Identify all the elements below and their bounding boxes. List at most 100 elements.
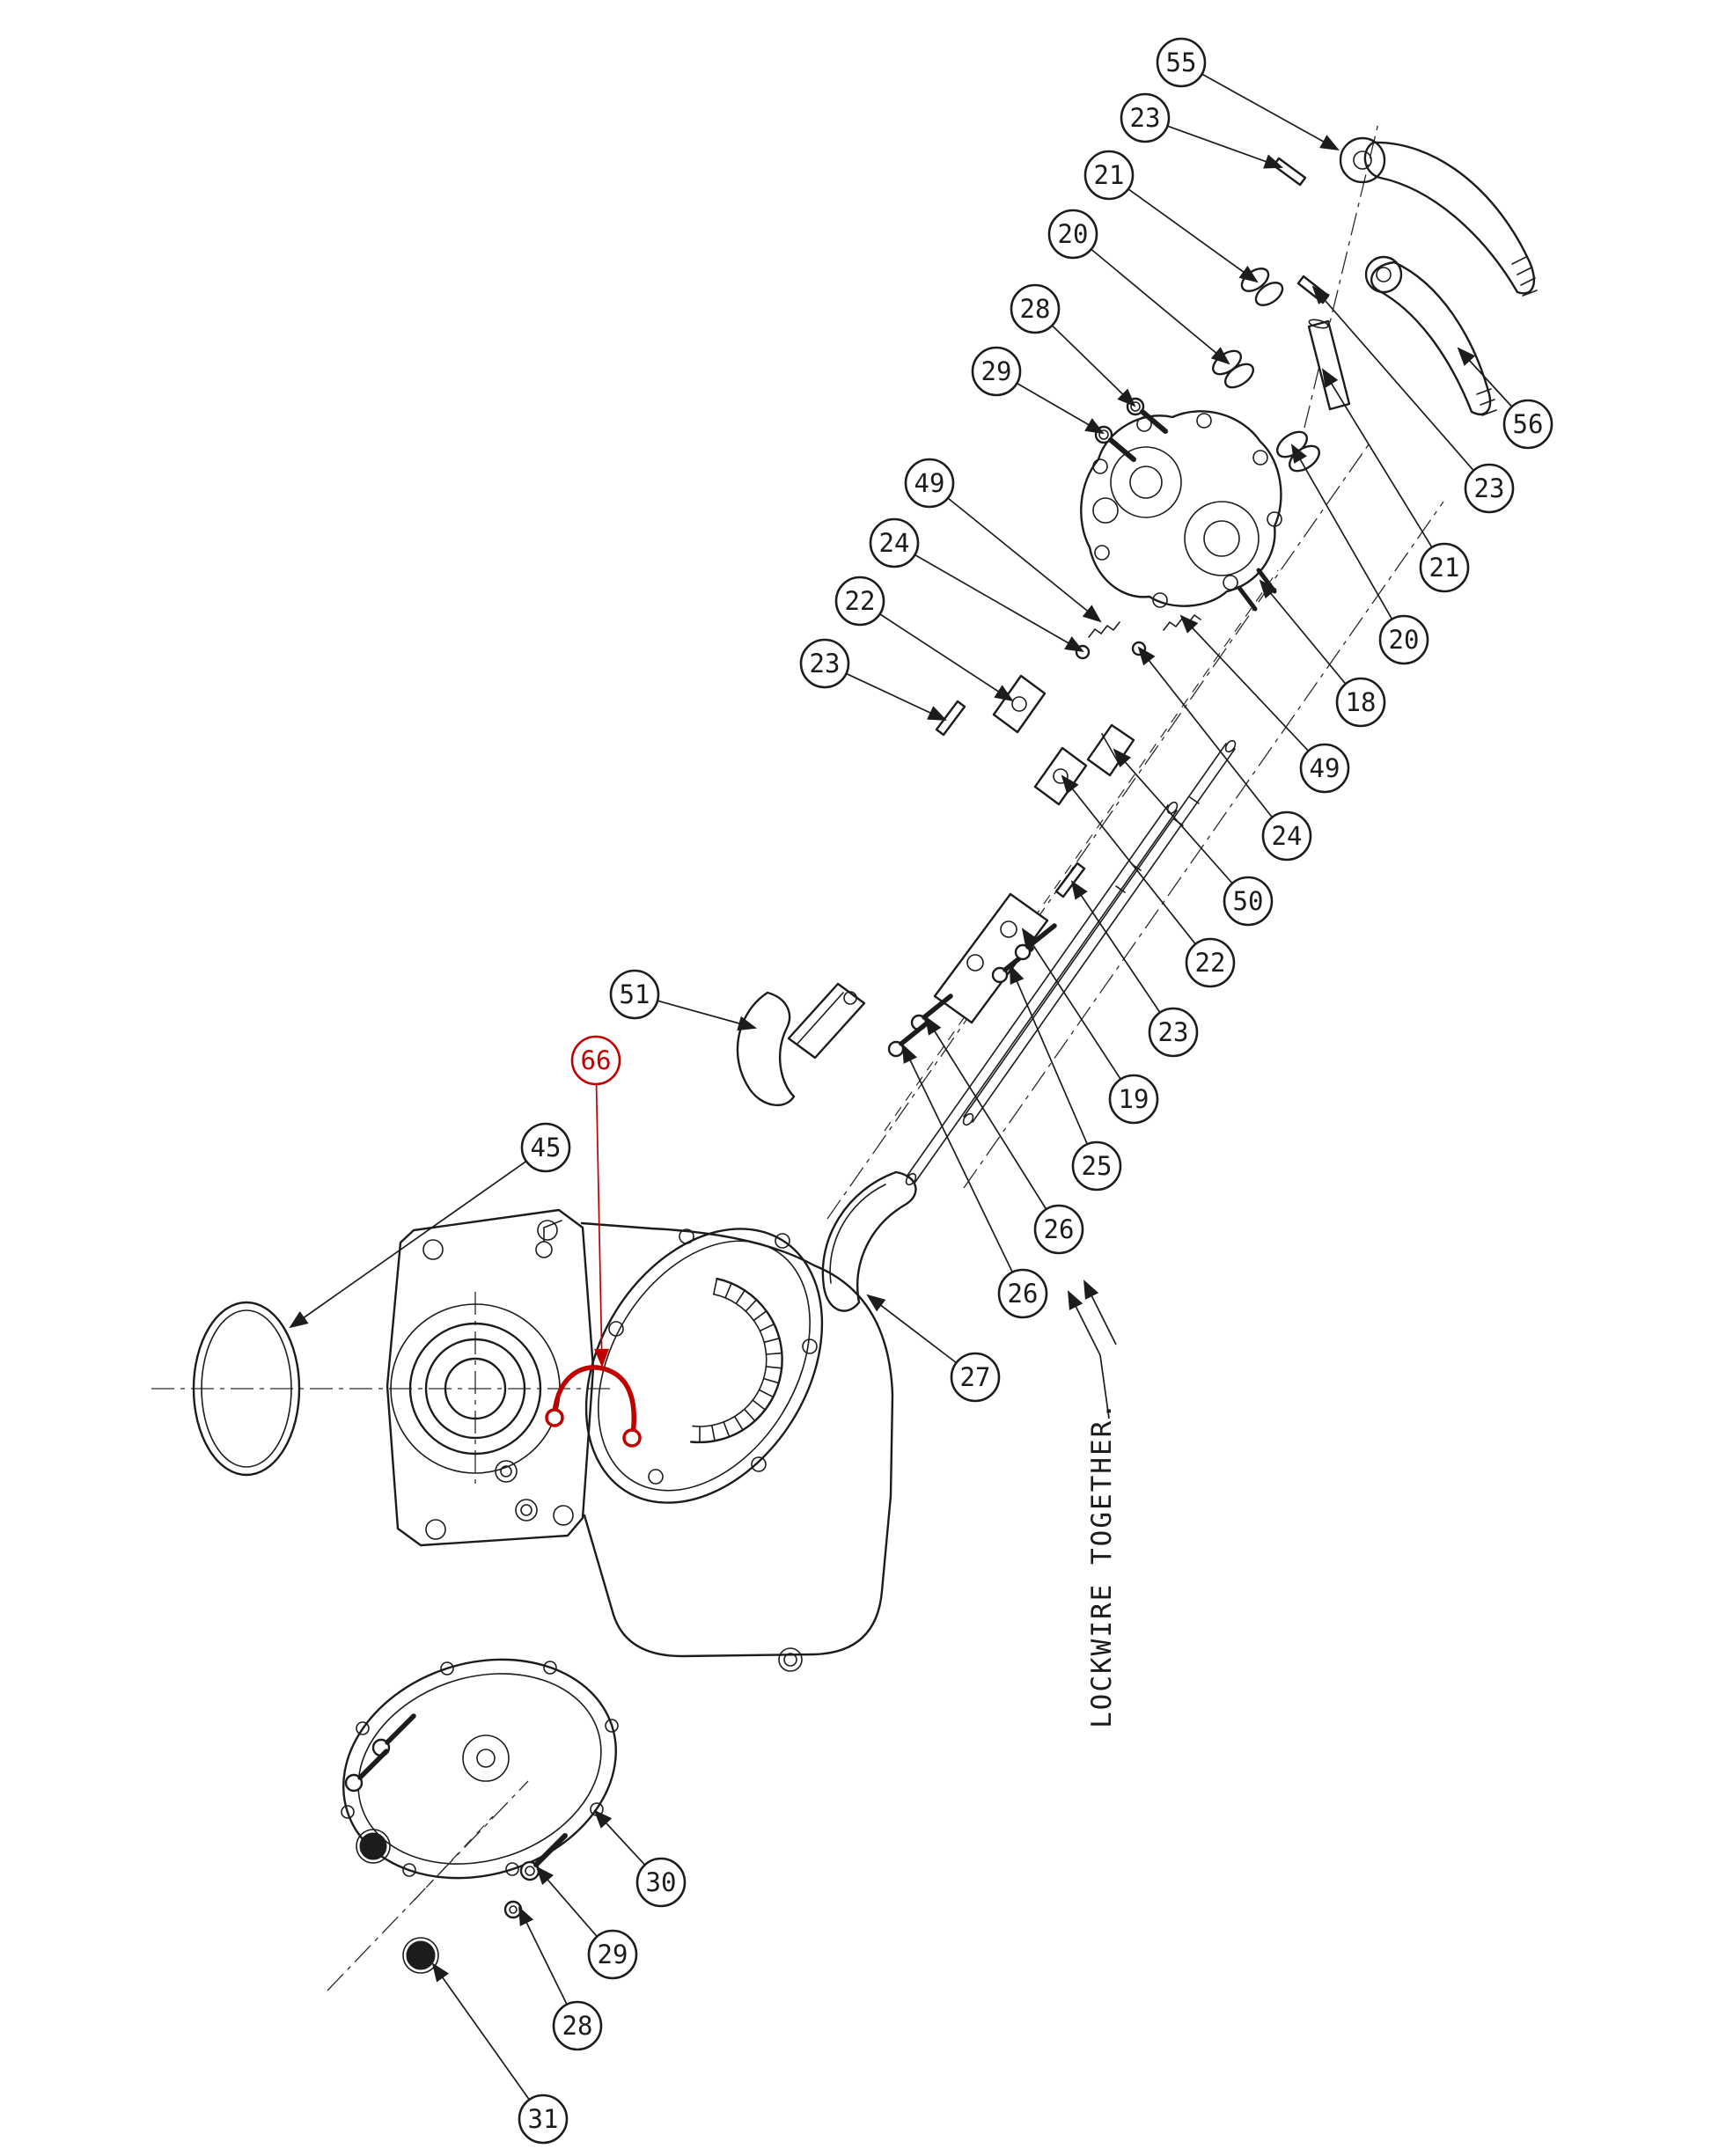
balloon-number: 23 [810,649,841,678]
leader-line [866,1294,958,1364]
balloon-number: 18 [1346,687,1377,717]
callout-20: 20 [1290,444,1429,665]
balloon-number: 49 [1310,753,1340,783]
balloon-circle [1419,542,1470,593]
o-ring [192,1301,301,1477]
balloon-number: 24 [1272,821,1303,851]
callout-50: 50 [1113,748,1274,927]
callout-27: 27 [866,1294,1001,1403]
highlight-part-66 [545,1365,642,1448]
balloon-circle [997,1268,1048,1319]
gear-tooth-lines [699,1278,783,1443]
callout-45: 45 [289,1122,571,1329]
callout-21: 21 [1321,368,1470,593]
balloon-circle [869,517,920,568]
balloon-number: 45 [531,1133,562,1162]
leader-line [1051,325,1136,407]
balloon-circle [552,2000,603,2051]
centerlines [151,122,1444,1991]
balloon-circle [1120,92,1171,143]
balloon-circle [1464,463,1515,514]
leader-line [1179,614,1310,752]
leader-line [1010,964,1089,1145]
callout-66: 66 [570,1035,621,1368]
balloon-circle [1083,150,1135,201]
balloon-circle [1033,1204,1084,1255]
balloon-number: 50 [1233,886,1264,916]
balloon-circle [1299,743,1350,794]
leader-line [518,1906,568,2006]
balloon-number: 22 [1195,948,1226,978]
socket-plug [359,1832,387,1860]
balloon-circle [1502,399,1553,450]
callout-23: 23 [1120,92,1283,169]
callout-22: 22 [834,576,1014,702]
balloon-circle [1223,876,1274,927]
leader-line [1113,748,1233,884]
leader-line [1259,579,1347,685]
balloon-number: 24 [879,528,910,558]
callouts-layer: 5523212028295623212018492450222319252626… [289,37,1553,2145]
balloon-circle [950,1352,1001,1403]
callout-23: 23 [799,638,947,721]
balloon-number: 26 [1044,1214,1075,1244]
balloon-number: 28 [1020,294,1051,324]
balloon-circle [1261,810,1312,862]
leader-line [1091,248,1230,365]
callout-21: 21 [1083,150,1259,283]
bottom-cover-assembly [341,1658,619,1974]
balloon-circle [834,576,885,627]
callout-28: 28 [1010,283,1136,407]
callout-23: 23 [1070,880,1199,1058]
pin [1054,862,1086,898]
guide-block [992,674,1047,734]
callout-51: 51 [609,969,758,1031]
shift-lever-upper [1339,136,1538,297]
balloon-circle [1047,209,1098,260]
pto-housing [386,1208,894,1672]
balloon-number: 29 [981,356,1012,386]
gear-icon [690,1277,783,1444]
balloon-number: 23 [1130,103,1161,133]
callout-26: 26 [924,1016,1084,1255]
balloon-number: 23 [1474,473,1505,503]
leader-line [431,1962,531,2101]
balloon-number: 20 [1058,219,1089,249]
leader-line [947,497,1102,623]
leader-line [593,1809,646,1866]
balloon-circle [1185,937,1236,988]
leader-line [594,1083,610,1368]
balloon-circle [799,638,850,689]
balloon-circle [904,458,955,509]
leader-line [1290,444,1393,620]
leader-line [1127,188,1259,283]
shift-lever-lower [1364,255,1497,416]
balloon-circle [1378,614,1429,665]
bracket [933,892,1049,1024]
balloon-circle [1108,1074,1159,1125]
callout-49: 49 [1179,614,1350,794]
balloon-circle [971,346,1022,397]
leader-line [914,554,1084,653]
balloon-number: 22 [845,586,876,616]
leader-line [1167,125,1283,169]
shift-rails [887,157,1330,1186]
bolt-head [344,1773,364,1793]
balloon-circle [1148,1007,1199,1058]
leader-line [1457,347,1513,407]
callout-23: 23 [1311,285,1515,514]
leader-line [1321,368,1433,548]
gear-teeth-holes [608,1228,818,1485]
balloon-number: 30 [646,1867,677,1897]
gear-root-arc [692,1293,768,1427]
leader-line [657,1000,758,1031]
balloon-circle [1335,677,1386,728]
callout-55: 55 [1156,37,1340,151]
balloon-circle [609,969,660,1020]
balloon-number: 26 [1008,1279,1039,1309]
leader-line [846,672,947,721]
callout-29: 29 [535,1866,638,1980]
balloon-number: 29 [598,1940,628,1969]
balloon-number: 51 [620,979,650,1009]
